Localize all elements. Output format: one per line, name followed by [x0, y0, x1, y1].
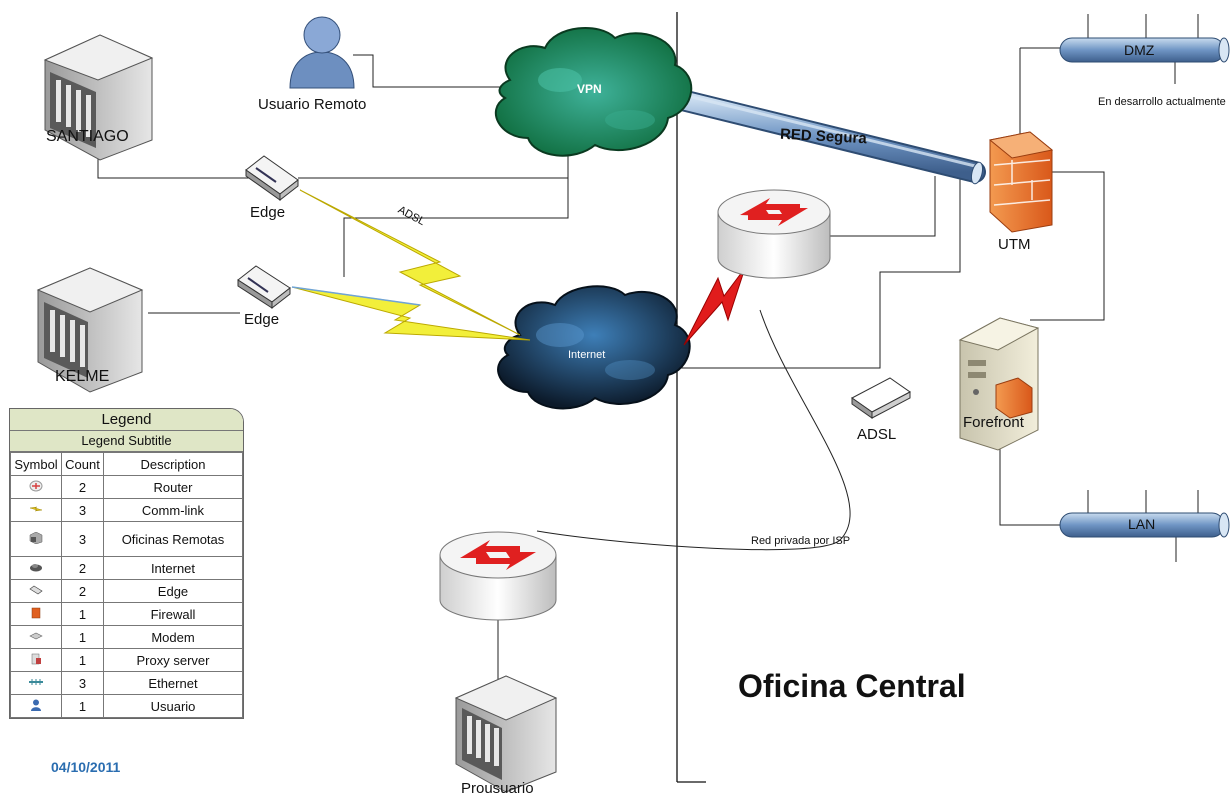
legend-row: 1 Proxy server: [10, 648, 243, 672]
date-label: 04/10/2011: [51, 759, 121, 775]
building-icon: [29, 531, 43, 544]
building-icon: [36, 267, 144, 393]
legend-row: 3 Comm-link: [10, 498, 243, 522]
edge-icon: [29, 584, 43, 596]
modem-icon: [29, 630, 43, 642]
vpn-cloud: [494, 26, 693, 157]
legend-desc: Oficinas Remotas: [102, 521, 243, 557]
adsl-bolt-1: [299, 189, 521, 336]
dmz-label: DMZ: [1124, 42, 1155, 58]
kelme-label: KELME: [55, 368, 110, 385]
internet-cloud: [497, 285, 691, 410]
legend-count: 3: [61, 498, 104, 522]
utm-label: UTM: [998, 236, 1031, 253]
santiago-label: SANTIAGO: [46, 128, 129, 145]
router-icon: [439, 531, 557, 621]
legend-count: 3: [61, 671, 104, 695]
legend-count: 2: [61, 579, 104, 603]
dmz-note: En desarrollo actualmente: [1098, 96, 1226, 108]
legend-count: 2: [61, 556, 104, 580]
legend-desc: Usuario: [102, 694, 243, 718]
prousuario-label: Prousuario: [461, 780, 534, 797]
legend-count: 1: [61, 694, 104, 718]
legend-count: 1: [61, 602, 104, 626]
internet-label: Internet: [568, 349, 606, 361]
legend-desc: Internet: [102, 556, 243, 580]
dmz-bus: [1059, 14, 1230, 84]
vpn-label: VPN: [577, 82, 602, 96]
red-segura-tunnel: [671, 89, 986, 185]
legend-desc: Firewall: [102, 602, 243, 626]
forefront-label: Forefront: [963, 414, 1024, 431]
legend-header-row: Symbol Count Description: [10, 452, 243, 476]
router-icon: [29, 480, 43, 492]
legend-header-description: Description: [102, 452, 243, 476]
isp-bolt: [683, 267, 746, 346]
legend-row: 1 Usuario: [10, 694, 243, 718]
building-icon: [43, 34, 154, 161]
ethernet-icon: [29, 676, 44, 688]
legend-desc: Edge: [102, 579, 243, 603]
legend-desc: Modem: [102, 625, 243, 649]
lan-bus: [1059, 490, 1230, 562]
legend-count: 2: [61, 475, 104, 499]
legend-desc: Ethernet: [102, 671, 243, 695]
user-icon: [289, 16, 355, 89]
connections: [97, 47, 1105, 680]
edge1-label: Edge: [250, 204, 286, 221]
firewall-icon: [29, 607, 43, 619]
proxy-server-icon: [29, 653, 43, 665]
legend-row: 3 Ethernet: [10, 671, 243, 695]
usuario-remoto-label: Usuario Remoto: [258, 96, 367, 113]
legend: Legend Legend Subtitle Symbol Count Desc…: [9, 408, 244, 719]
legend-desc: Proxy server: [102, 648, 243, 672]
red-privada-label: Red privada por ISP: [751, 535, 851, 547]
legend-row: 2 Internet: [10, 556, 243, 580]
firewall-icon: [988, 131, 1054, 233]
legend-row: 2 Edge: [10, 579, 243, 603]
legend-row: 1 Firewall: [10, 602, 243, 626]
legend-row: 2 Router: [10, 475, 243, 499]
comm-link-icon: [29, 503, 43, 515]
legend-header-symbol: Symbol: [10, 452, 63, 476]
adsl-modem-label: ADSL: [857, 426, 897, 443]
server-icon: [958, 317, 1040, 451]
legend-count: 1: [61, 648, 104, 672]
legend-subtitle: Legend Subtitle: [10, 431, 243, 452]
legend-count: 1: [61, 625, 104, 649]
building-icon: [454, 675, 558, 793]
router-icon: [717, 189, 831, 279]
legend-title: Legend: [10, 409, 243, 431]
cloud-icon: [29, 561, 43, 573]
legend-desc: Router: [102, 475, 243, 499]
legend-desc: Comm-link: [102, 498, 243, 522]
legend-row: 3 Oficinas Remotas: [10, 521, 243, 557]
legend-row: 1 Modem: [10, 625, 243, 649]
legend-header-count: Count: [61, 452, 104, 476]
legend-count: 3: [61, 521, 104, 557]
oficina-central-title: Oficina Central: [738, 668, 966, 704]
adsl-bolt-2: [291, 286, 531, 341]
user-icon: [29, 699, 43, 711]
lan-label: LAN: [1128, 516, 1156, 532]
edge-icon: [245, 155, 299, 202]
modem-icon: [851, 377, 911, 419]
edge2-label: Edge: [244, 311, 280, 328]
edge-icon: [237, 265, 291, 310]
legend-table: Symbol Count Description 2 Router 3 Comm…: [10, 452, 243, 718]
